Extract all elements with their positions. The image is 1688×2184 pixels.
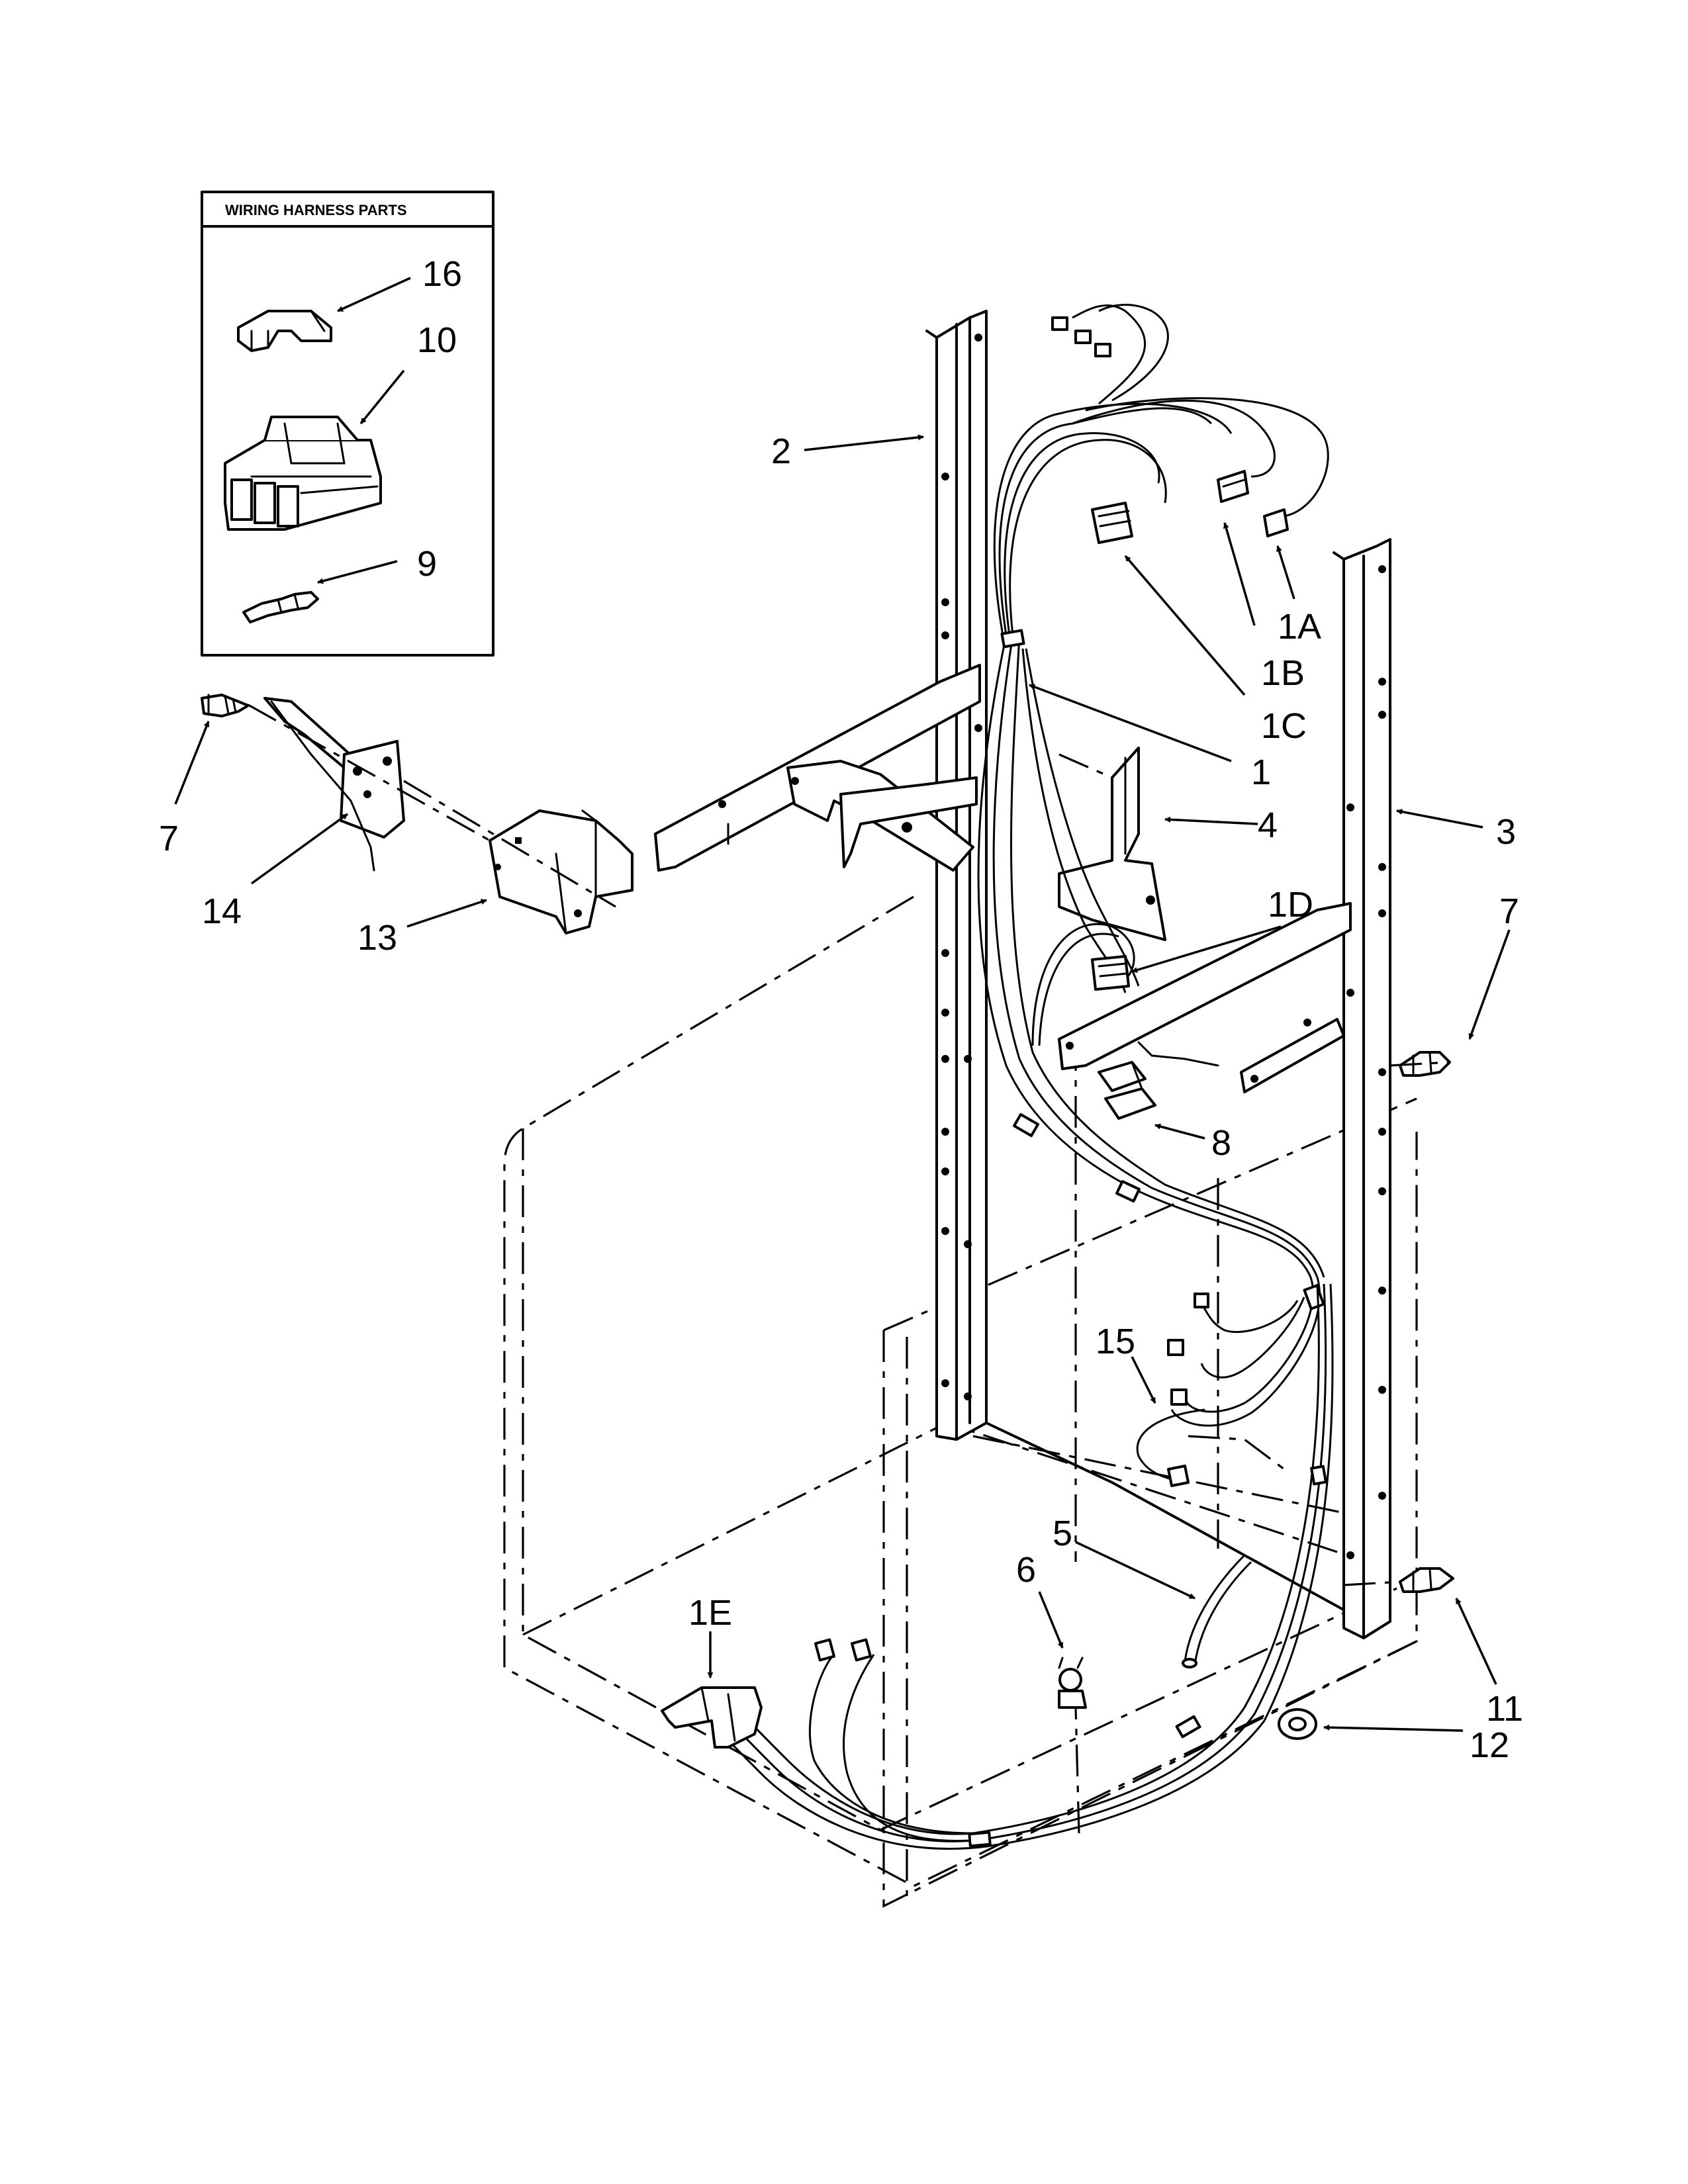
- connector-bottom-2: [851, 1638, 872, 1662]
- arrow-13: [406, 899, 487, 928]
- connector-top-3: [1094, 343, 1111, 357]
- arrow-1b: [1223, 522, 1256, 626]
- connector-1a: [1263, 508, 1289, 537]
- connector-right-3: [1170, 1388, 1188, 1406]
- arrow-1d: [1131, 925, 1282, 973]
- callout-7-left: 7: [159, 819, 179, 858]
- arrow-2: [804, 434, 924, 451]
- part-8-clip: [1098, 1061, 1156, 1120]
- callout-1: 1: [1251, 752, 1271, 792]
- arrow-5: [1075, 1541, 1196, 1600]
- callout-16: 16: [422, 254, 462, 294]
- arrow-4: [1164, 816, 1258, 825]
- connector-bottom-1: [814, 1638, 835, 1662]
- callout-10: 10: [417, 320, 457, 360]
- part-3-right-rail: [1333, 538, 1391, 1639]
- wiring-harness-parts-inset: WIRING HARNESS PARTS: [201, 191, 494, 657]
- callout-14: 14: [202, 891, 242, 931]
- part-9-terminal: [242, 591, 319, 623]
- arrow-9: [317, 560, 398, 584]
- callout-9: 9: [417, 544, 437, 584]
- part-4-bracket: [1058, 747, 1166, 941]
- callout-6: 6: [1016, 1550, 1036, 1590]
- inset-title: WIRING HARNESS PARTS: [225, 202, 407, 218]
- arrow-7-right: [1468, 929, 1511, 1040]
- connector-right-1: [1194, 1293, 1209, 1308]
- arrow-6: [1038, 1591, 1064, 1649]
- arrow-14: [250, 813, 349, 885]
- callout-13: 13: [357, 918, 397, 958]
- connector-1b: [1217, 470, 1249, 503]
- connector-1c: [1091, 502, 1133, 544]
- connector-top-1: [1051, 316, 1068, 331]
- harness-clip-bottom: [1175, 1715, 1201, 1739]
- part-16-connector-lock: [237, 310, 332, 352]
- rail-2-holes: [941, 334, 982, 1400]
- connector-1e: [661, 1686, 763, 1749]
- callout-8: 8: [1211, 1123, 1231, 1163]
- arrow-12: [1323, 1724, 1464, 1732]
- leader-lines: [248, 704, 1450, 1834]
- arrow-16: [337, 277, 411, 312]
- harness-clip-top: [1000, 629, 1025, 649]
- harness-clip-low: [1115, 1180, 1141, 1203]
- arrow-1c: [1124, 555, 1246, 696]
- arrow-1a: [1276, 545, 1295, 600]
- mid-cross-brace: [1058, 902, 1352, 1093]
- callout-1c: 1C: [1261, 706, 1307, 746]
- upper-cross-brace: [654, 664, 981, 872]
- arrow-8: [1154, 1123, 1205, 1140]
- part-1-wire-harness: [661, 304, 1334, 1850]
- connector-top-2: [1074, 330, 1092, 344]
- arrow-10: [359, 369, 405, 425]
- part-10-connector-housing: [224, 416, 382, 531]
- part-14-switch: [263, 697, 405, 872]
- part-12-nut: [1278, 1708, 1317, 1740]
- callout-1b: 1B: [1261, 653, 1305, 693]
- arrow-11: [1455, 1598, 1497, 1685]
- callout-arrows: [174, 434, 1511, 1732]
- rail-3-holes: [1346, 565, 1386, 1559]
- harness-clip-front: [968, 1831, 992, 1848]
- arrow-7-left: [174, 721, 210, 805]
- part-7-screw-left: [201, 694, 250, 717]
- connector-right-2: [1167, 1339, 1184, 1356]
- callout-11: 11: [1486, 1689, 1523, 1729]
- callout-15: 15: [1096, 1322, 1135, 1361]
- harness-clip-side: [1310, 1465, 1327, 1486]
- part-13-bracket: [489, 809, 633, 934]
- harness-clip-right: [1303, 1284, 1325, 1310]
- callout-1a: 1A: [1278, 607, 1321, 647]
- harness-clip-mid: [1013, 1113, 1039, 1138]
- callout-4: 4: [1258, 805, 1278, 845]
- arrow-3: [1396, 809, 1483, 829]
- callout-2: 2: [771, 432, 791, 471]
- callout-12: 12: [1470, 1725, 1509, 1765]
- arrow-1: [1029, 684, 1232, 762]
- inset-border: [201, 191, 494, 657]
- callout-1d: 1D: [1268, 885, 1313, 925]
- part-11-screw: [1399, 1567, 1454, 1593]
- arrow-15: [1131, 1356, 1156, 1404]
- part-15-cable-tie: [1136, 1408, 1205, 1487]
- callout-labels: 16 10 9 2 1A 1B 1C 1 3 4 1D 7 7 14 13 8 …: [159, 254, 1523, 1765]
- connector-1d: [1091, 955, 1130, 991]
- callout-5: 5: [1053, 1514, 1072, 1553]
- callout-3: 3: [1496, 812, 1516, 852]
- part-6-clamp: [1058, 1657, 1087, 1709]
- callout-7-right: 7: [1499, 891, 1519, 931]
- part-5-tube: [1182, 1554, 1252, 1668]
- callout-1e: 1E: [688, 1593, 732, 1633]
- part-2-left-rail: [925, 310, 1378, 1629]
